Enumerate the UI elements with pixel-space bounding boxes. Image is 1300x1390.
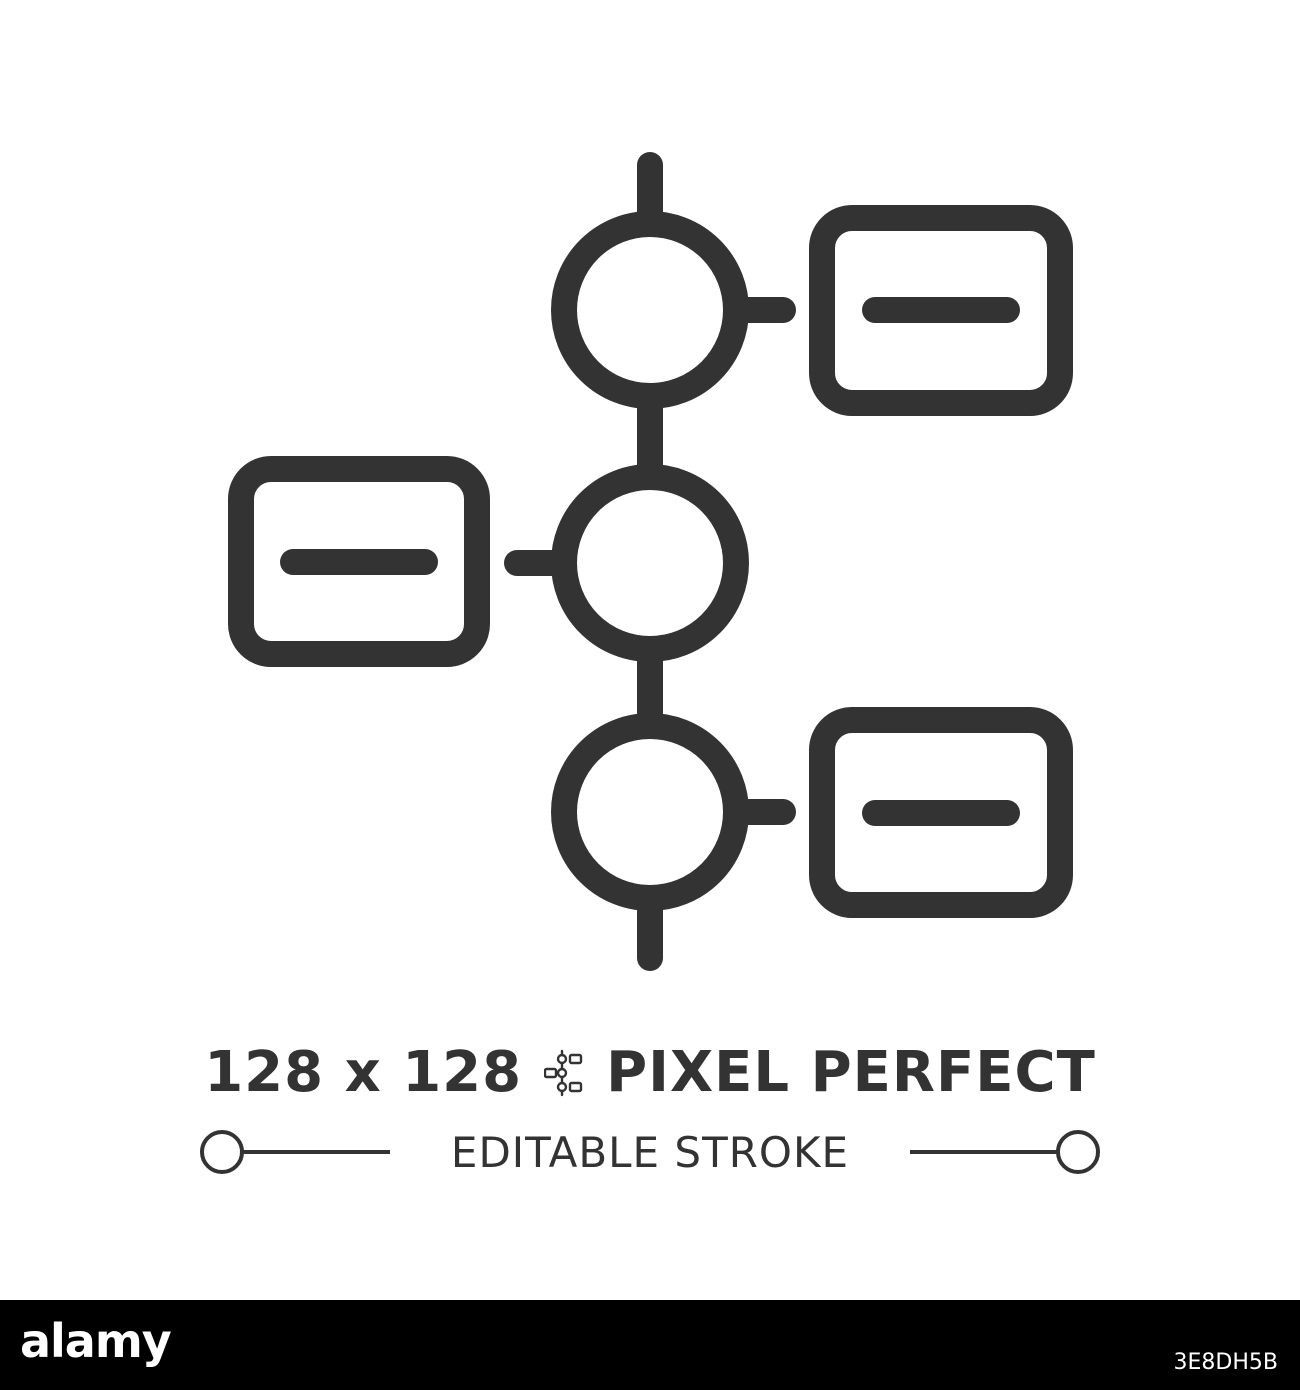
brand-logo: alamy <box>20 1314 172 1368</box>
stock-id: 3E8DH5B <box>1173 1350 1278 1375</box>
timeline-card-3 <box>809 707 1073 918</box>
size-text: 128 x 128 <box>204 1040 523 1105</box>
tagline: PIXEL PERFECT <box>606 1040 1096 1105</box>
timeline-node-3 <box>551 713 749 911</box>
timeline-card-1 <box>809 205 1073 416</box>
timeline-icon-graphic <box>228 152 1073 971</box>
subline-text: EDITABLE STROKE <box>450 1128 850 1177</box>
watermark-footer: alamy 3E8DH5B <box>0 1300 1300 1390</box>
right-handle-icon <box>910 1130 1100 1174</box>
timeline-node-2 <box>551 464 749 662</box>
left-handle-icon <box>200 1130 390 1174</box>
editable-stroke-banner: EDITABLE STROKE <box>190 1120 1110 1184</box>
headline: 128 x 128 PIXEL PERFECT <box>0 1040 1300 1105</box>
timeline-card-2 <box>228 456 490 667</box>
timeline-mini-icon <box>544 1049 583 1096</box>
timeline-flowchart-icon <box>228 152 1073 971</box>
timeline-node-1 <box>551 211 749 409</box>
